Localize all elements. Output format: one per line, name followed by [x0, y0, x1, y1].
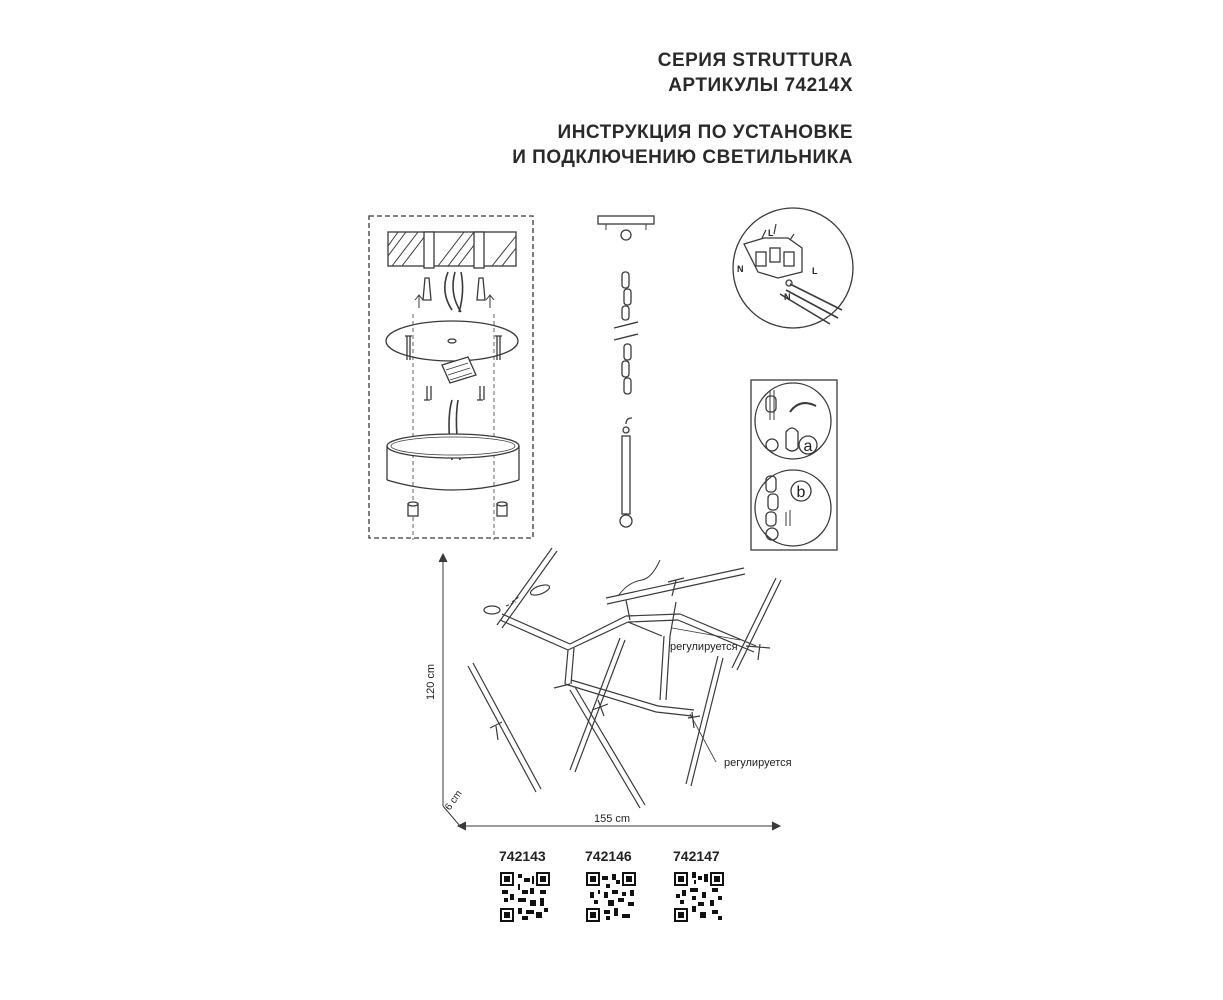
instruction-title-line2: И ПОДКЛЮЧЕНИЮ СВЕТИЛЬНИКА	[512, 147, 853, 168]
ground-icon	[785, 279, 793, 287]
qr-code-742146[interactable]	[586, 872, 636, 922]
chandelier-frame	[499, 599, 757, 717]
canopy-plate	[385, 320, 519, 362]
instruction-title-line1: ИНСТРУКЦИЯ ПО УСТАНОВКЕ	[557, 122, 853, 143]
qr-code-742143[interactable]	[500, 872, 550, 922]
article-code-3: 742147	[673, 848, 720, 864]
wiring-label-n-left: N	[737, 264, 744, 274]
ceiling-hatch	[387, 231, 517, 269]
step-a-label: a	[804, 438, 813, 455]
rod-joint	[489, 577, 771, 741]
mounting-assembly	[368, 215, 534, 540]
arrow-up-icon	[414, 294, 495, 308]
series-header: СЕРИЯ STRUTTURA АРТИКУЛЫ 74214X	[658, 48, 853, 98]
chandelier-wire	[617, 559, 661, 597]
wiring-diagram: L N L N	[732, 207, 854, 329]
height-label: 120 cm	[425, 664, 437, 700]
adjustable-label-upper: регулируется	[670, 641, 738, 653]
chain-icon	[613, 271, 639, 395]
light-rod	[467, 547, 782, 809]
articles-title: АРТИКУЛЫ 74214X	[668, 75, 853, 96]
depth-label: 6 cm	[443, 789, 464, 813]
wiring-label-l-top: L	[768, 228, 774, 238]
ceiling-bracket	[597, 215, 655, 225]
depth-dimension-line	[442, 805, 461, 827]
hook-ring	[620, 229, 632, 241]
series-title: СЕРИЯ STRUTTURA	[657, 50, 853, 71]
width-label: 155 cm	[594, 813, 630, 825]
wire-bundle	[779, 283, 843, 325]
screw-icon	[405, 335, 502, 360]
wiring-label-n-bottom: N	[784, 292, 791, 302]
chain-assembly	[597, 215, 655, 528]
rotate-arrow-icon	[789, 402, 817, 413]
hook-step-a: a	[765, 390, 818, 455]
hook-step-b: b	[765, 475, 812, 541]
canopy-cup	[386, 433, 520, 491]
suspension-rod	[619, 417, 633, 528]
small-screw-icon	[424, 386, 485, 401]
mounting-dashed-frame	[368, 215, 534, 539]
step-b-label: b	[797, 484, 806, 501]
adjustable-label-lower: регулируется	[724, 757, 792, 769]
dimension-lines	[438, 552, 782, 831]
wall-anchor-icon	[422, 277, 486, 301]
article-code-1: 742143	[499, 848, 546, 864]
hook-steps-panel: a b	[750, 379, 838, 551]
instruction-header: ИНСТРУКЦИЯ ПО УСТАНОВКЕ И ПОДКЛЮЧЕНИЮ СВ…	[512, 120, 853, 170]
power-wires	[444, 271, 464, 313]
wiring-label-l-right: L	[812, 266, 818, 276]
article-code-2: 742146	[585, 848, 632, 864]
qr-code-742147[interactable]	[674, 872, 724, 922]
chandelier-sketch	[467, 547, 782, 809]
decorative-cap-icon	[407, 501, 508, 517]
